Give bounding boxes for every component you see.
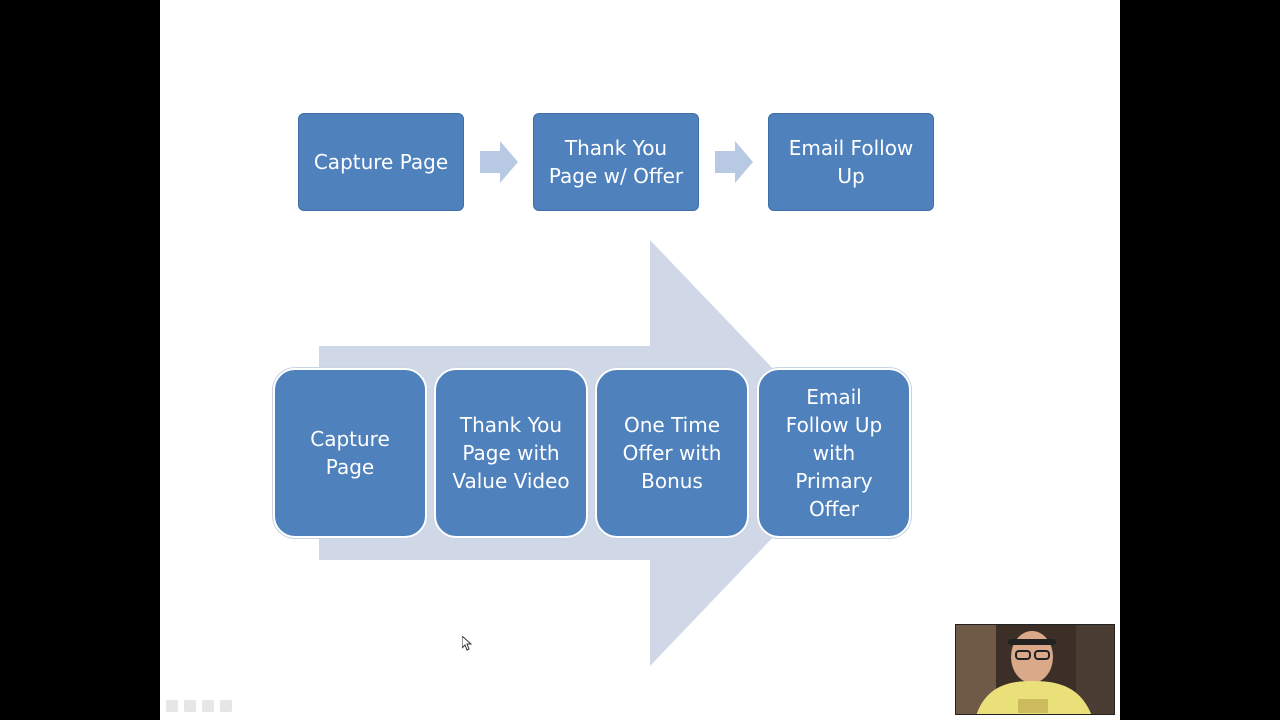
top-step-label: Capture Page	[313, 150, 449, 174]
bottom-step-label: Capture Page	[310, 427, 390, 479]
top-step-label: Email Follow Up	[788, 136, 914, 188]
webcam-overlay	[955, 624, 1115, 715]
top-step-email-follow-up: Email Follow Up	[768, 113, 934, 211]
bottom-step-capture-page: Capture Page	[273, 368, 427, 538]
bottom-step-one-time-offer: One Time Offer with Bonus	[595, 368, 749, 538]
next-slide-icon[interactable]	[220, 700, 232, 712]
bottom-step-thank-you-page: Thank You Page with Value Video	[434, 368, 588, 538]
mouse-pointer-icon	[462, 636, 472, 651]
bottom-step-label: One Time Offer with Bonus	[622, 413, 722, 493]
presenter-image	[956, 625, 1114, 714]
pen-icon[interactable]	[184, 700, 196, 712]
menu-icon[interactable]	[202, 700, 214, 712]
bottom-step-label: Email Follow Up with Primary Offer	[785, 385, 883, 521]
right-chevron-arrow-icon	[480, 141, 518, 183]
presentation-slide: Capture Page Thank You Page w/ Offer Ema…	[160, 0, 1120, 720]
slideshow-controls[interactable]	[166, 700, 242, 714]
bottom-step-email-follow-up: Email Follow Up with Primary Offer	[757, 368, 911, 538]
right-chevron-arrow-icon	[715, 141, 753, 183]
previous-slide-icon[interactable]	[166, 700, 178, 712]
bottom-step-label: Thank You Page with Value Video	[452, 413, 570, 493]
top-step-label: Thank You Page w/ Offer	[548, 136, 684, 188]
top-step-capture-page: Capture Page	[298, 113, 464, 211]
top-step-thank-you-page: Thank You Page w/ Offer	[533, 113, 699, 211]
